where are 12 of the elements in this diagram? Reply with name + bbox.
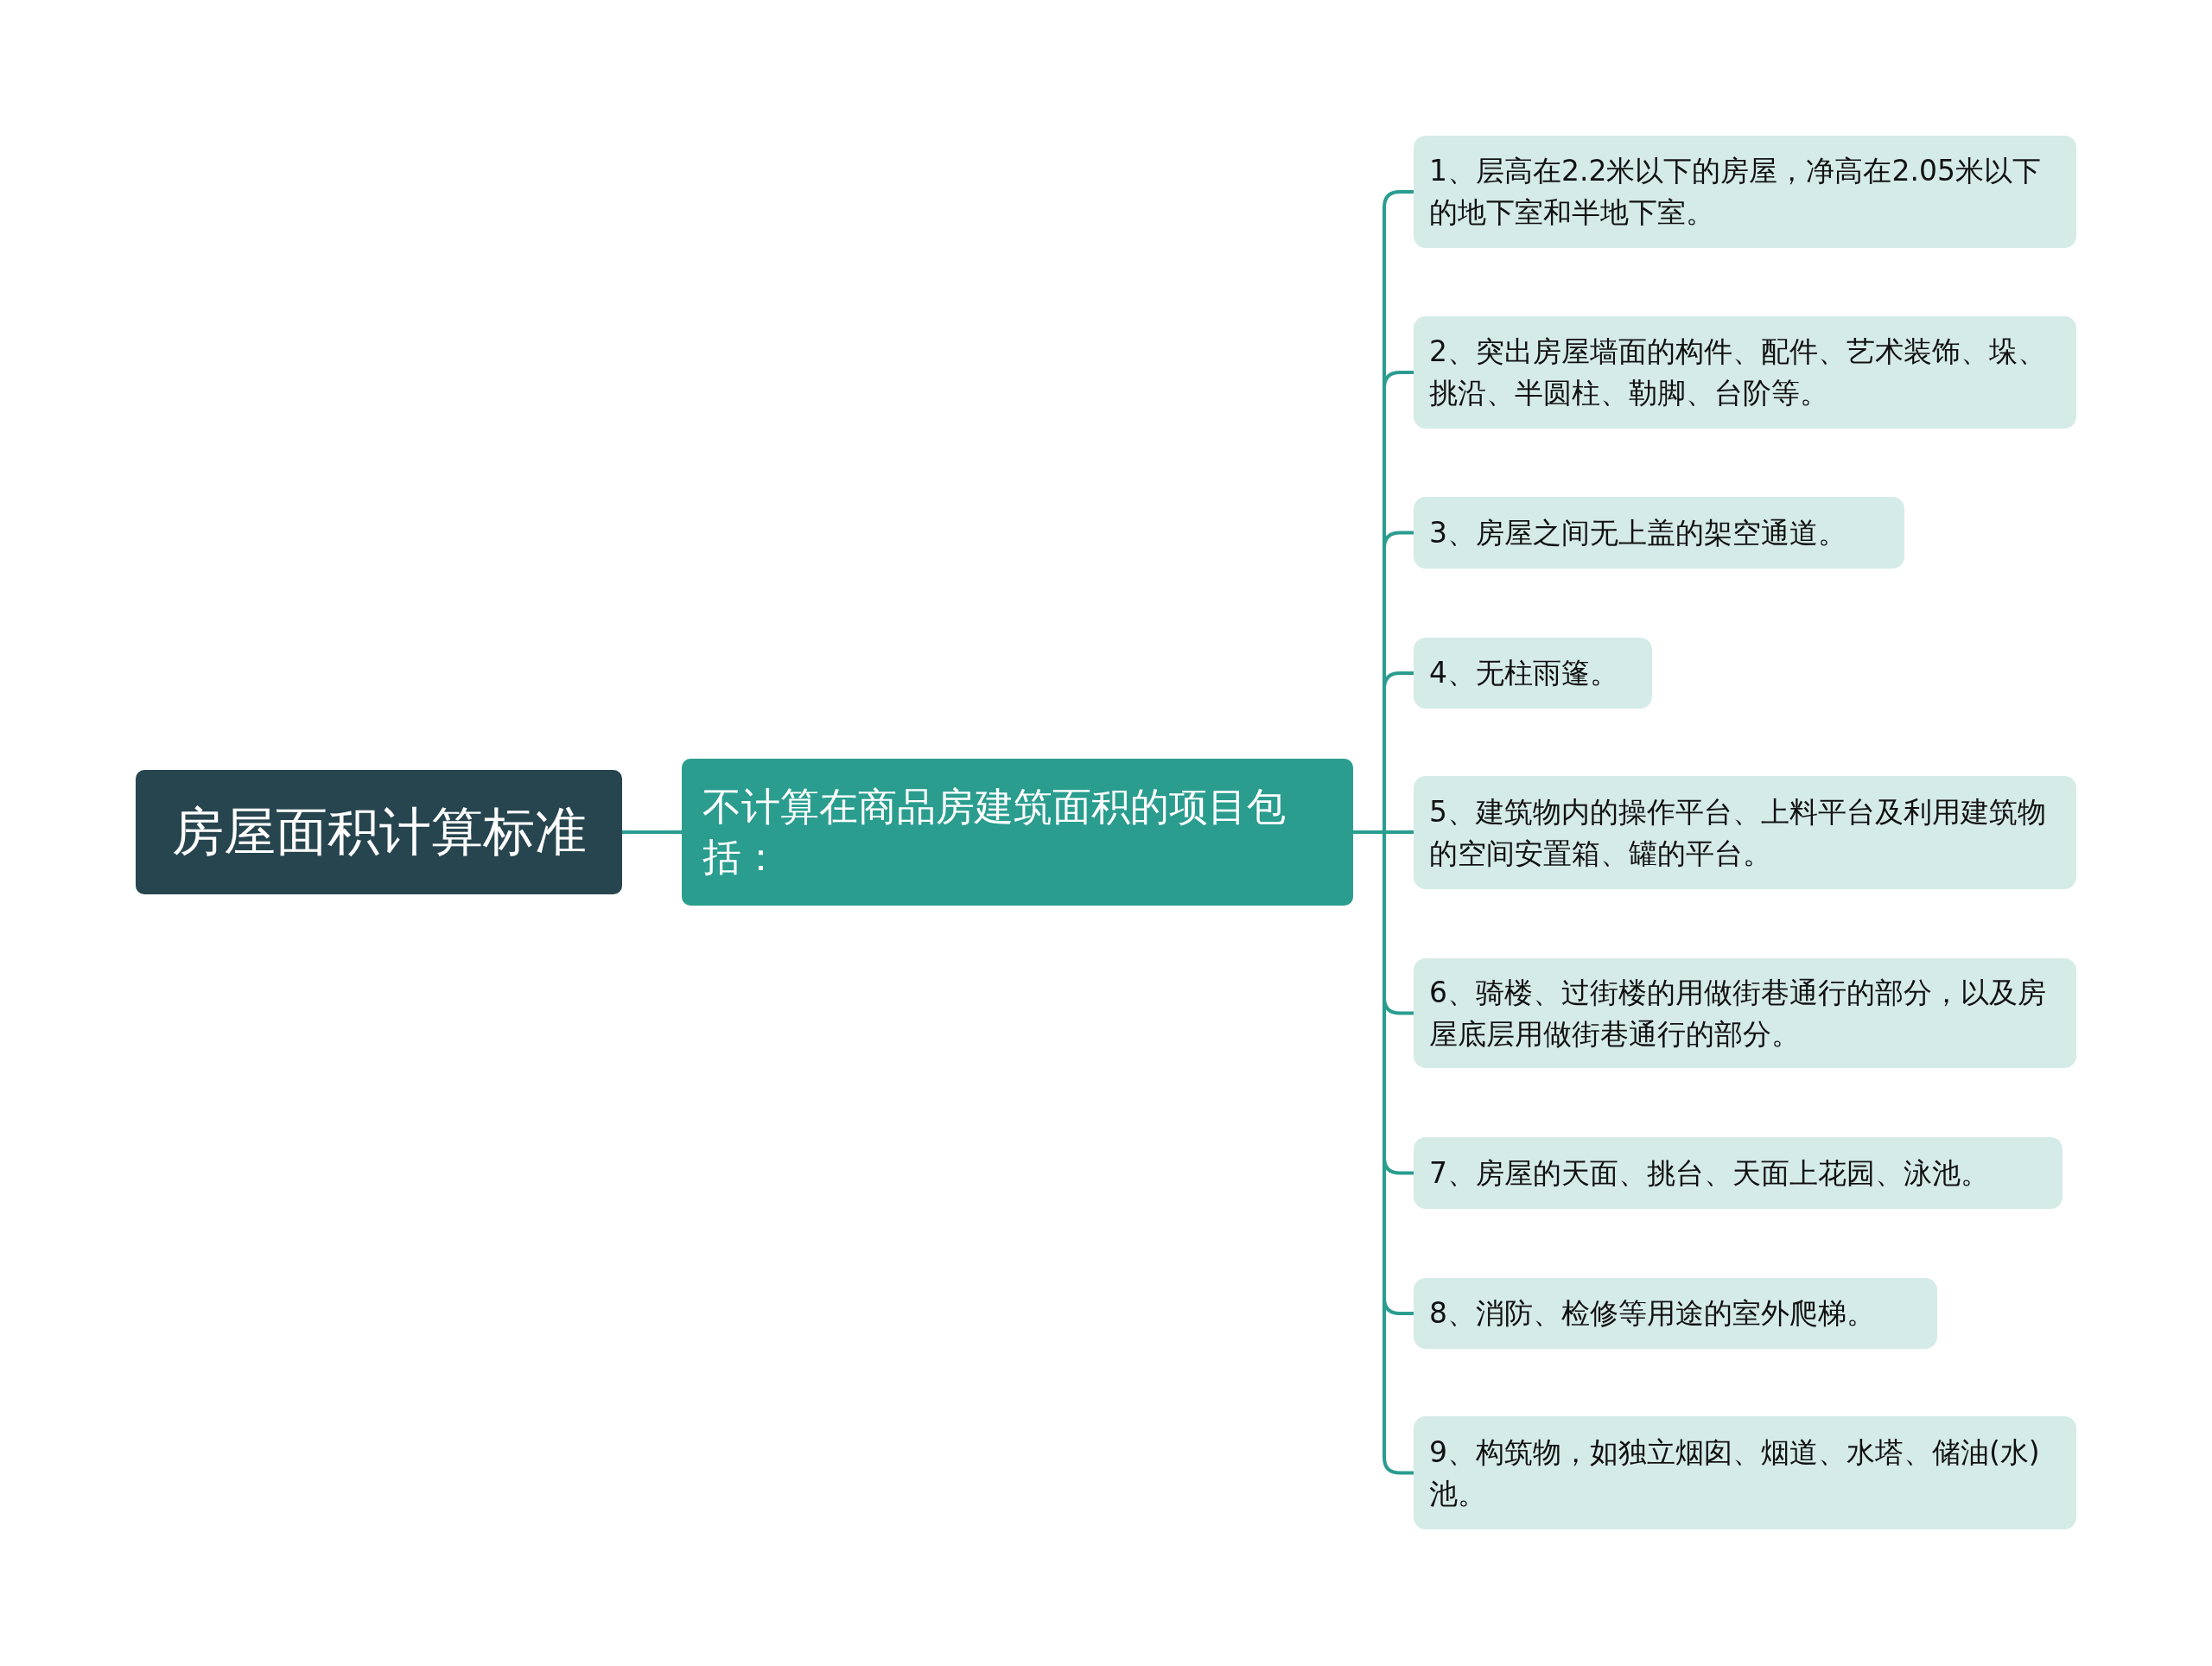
item-box: 1、层高在2.2米以下的房屋，净高在2.05米以下的地下室和半地下室。	[1414, 136, 2076, 248]
item-box: 7、房屋的天面、挑台、天面上花园、泳池。	[1414, 1137, 2063, 1209]
item-box: 8、消防、检修等用途的室外爬梯。	[1414, 1278, 1937, 1349]
item-box: 5、建筑物内的操作平台、上料平台及利用建筑物的空间安置箱、罐的平台。	[1414, 776, 2076, 889]
item-box: 6、骑楼、过街楼的用做街巷通行的部分，以及房屋底层用做街巷通行的部分。	[1414, 958, 2076, 1068]
root-topic-box: 房屋面积计算标准	[136, 770, 622, 894]
item-box: 3、房屋之间无上盖的架空通道。	[1414, 497, 1904, 569]
topic-box: 不计算在商品房建筑面积的项目包括：	[682, 759, 1353, 906]
connector-line	[622, 830, 682, 834]
item-box: 2、突出房屋墙面的构件、配件、艺术装饰、垛、挑沿、半圆柱、勒脚、台阶等。	[1414, 316, 2076, 429]
item-box: 9、构筑物，如独立烟囱、烟道、水塔、储油(水)池。	[1414, 1416, 2076, 1529]
item-box: 4、无柱雨篷。	[1414, 638, 1652, 709]
